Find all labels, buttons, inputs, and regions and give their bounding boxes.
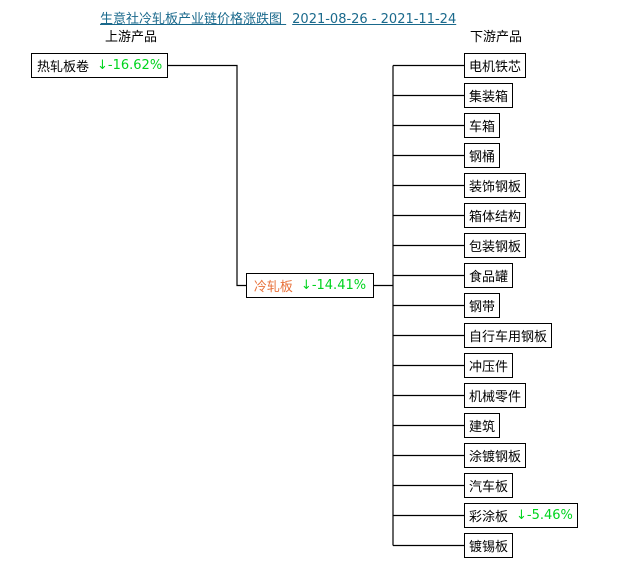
- node-label: 自行车用钢板: [469, 330, 548, 345]
- upstream-to-center-line: [168, 64, 246, 287]
- downstream-node: 镀锡板: [464, 533, 514, 558]
- node-label: 食品罐: [469, 270, 509, 285]
- node-label: 机械零件: [469, 390, 522, 405]
- downstream-node: 冲压件: [464, 353, 514, 378]
- downstream-node: 食品罐: [464, 263, 514, 288]
- node-label: 汽车板: [469, 480, 509, 495]
- node-label: 冷轧板: [253, 280, 293, 295]
- node-label: 热轧板卷: [37, 60, 90, 75]
- chart-title-link[interactable]: 生意社冷轧板产业链价格涨跌图 2021-08-26 - 2021-11-24: [100, 8, 456, 27]
- chart-date-range: 2021-08-26 - 2021-11-24: [292, 12, 457, 27]
- upstream-label: 上游产品: [105, 30, 158, 45]
- node-label: 涂镀钢板: [469, 450, 522, 465]
- down-arrow-icon: ↓: [300, 278, 312, 293]
- change-percent: -5.46%: [526, 508, 573, 523]
- downstream-node: 钢带: [464, 293, 501, 318]
- node-label: 镀锡板: [469, 540, 509, 555]
- node-label: 建筑: [469, 420, 496, 435]
- down-arrow-icon: ↓: [516, 508, 527, 523]
- downstream-node: 装饰钢板: [464, 173, 527, 198]
- downstream-node: 自行车用钢板: [464, 323, 553, 348]
- downstream-node: 箱体结构: [464, 203, 527, 228]
- downstream-node: 涂镀钢板: [464, 443, 527, 468]
- upstream-node-hot-rolled-coil: 热轧板卷 ↓ -16.62%: [31, 53, 168, 78]
- node-label: 车箱: [469, 120, 496, 135]
- change-percent: -14.41%: [311, 278, 367, 293]
- downstream-node-color-coated: 彩涂板 ↓ -5.46%: [464, 503, 578, 528]
- downstream-node: 钢桶: [464, 143, 501, 168]
- downstream-node: 包装钢板: [464, 233, 527, 258]
- change-percent: -16.62%: [107, 58, 163, 73]
- downstream-node: 集装箱: [464, 83, 514, 108]
- down-arrow-icon: ↓: [97, 58, 108, 73]
- chart-title-text: 生意社冷轧板产业链价格涨跌图: [100, 12, 283, 27]
- downstream-node: 建筑: [464, 413, 501, 438]
- node-label: 装饰钢板: [469, 180, 522, 195]
- downstream-node: 车箱: [464, 113, 501, 138]
- downstream-node: 电机铁芯: [464, 53, 527, 78]
- node-label: 包装钢板: [469, 240, 522, 255]
- center-node-cold-rolled-sheet: 冷轧板 ↓ -14.41%: [246, 273, 374, 298]
- downstream-node: 汽车板: [464, 473, 514, 498]
- node-label: 电机铁芯: [469, 60, 522, 75]
- downstream-label: 下游产品: [470, 30, 523, 45]
- node-label: 钢带: [469, 300, 496, 315]
- node-label: 钢桶: [469, 150, 496, 165]
- downstream-node: 机械零件: [464, 383, 527, 408]
- node-label: 彩涂板: [469, 510, 509, 525]
- node-label: 冲压件: [469, 360, 509, 375]
- node-label: 箱体结构: [469, 210, 522, 225]
- node-label: 集装箱: [469, 90, 509, 105]
